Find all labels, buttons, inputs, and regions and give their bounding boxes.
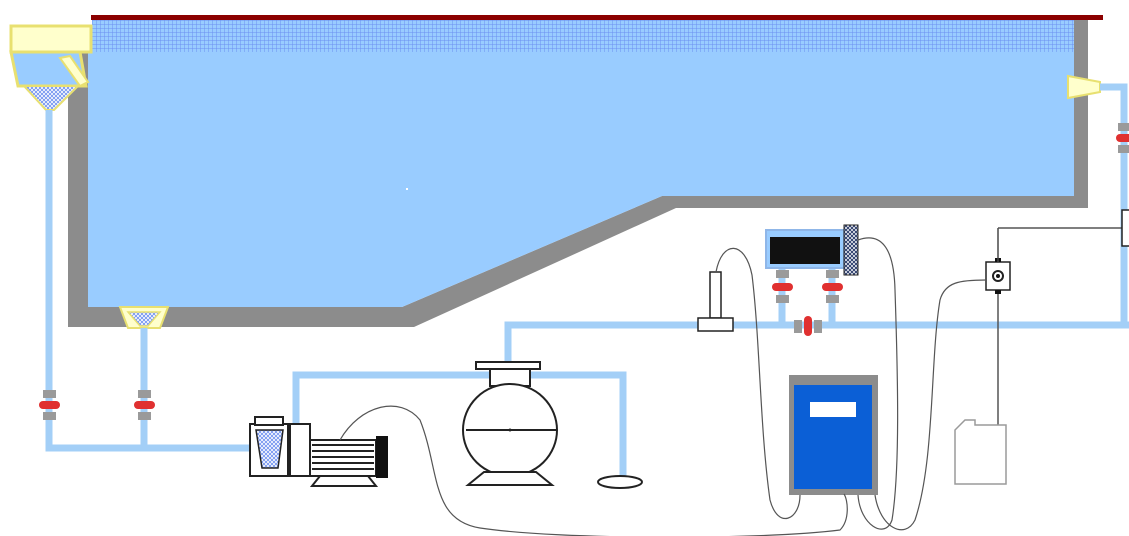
chemical-tank bbox=[954, 419, 1007, 485]
skimmer bbox=[9, 24, 93, 111]
valve-drain bbox=[134, 390, 155, 420]
sensor-probe bbox=[697, 271, 734, 332]
control-unit bbox=[789, 375, 878, 495]
electrolysis-cell bbox=[765, 224, 859, 276]
pool-water bbox=[88, 52, 1074, 307]
main-drain bbox=[118, 306, 170, 329]
valve-cell-right bbox=[822, 270, 843, 303]
sand-filter bbox=[462, 361, 558, 486]
valve-return bbox=[1116, 123, 1129, 153]
return-inlet bbox=[1067, 74, 1101, 100]
pump-basket-icon bbox=[255, 429, 284, 469]
control-display bbox=[810, 402, 856, 417]
cell-terminal-icon bbox=[843, 224, 859, 276]
bypass-valve bbox=[794, 316, 822, 336]
valve-skimmer bbox=[39, 390, 60, 420]
cables bbox=[339, 237, 987, 536]
waterline-tiles bbox=[92, 20, 1074, 52]
dosing-injector bbox=[985, 209, 1129, 478]
pool-rim bbox=[91, 15, 1103, 20]
pump bbox=[249, 416, 388, 487]
valve-cell-left bbox=[772, 270, 793, 303]
pool-basin bbox=[68, 15, 1103, 327]
waste-outlet bbox=[597, 475, 643, 489]
